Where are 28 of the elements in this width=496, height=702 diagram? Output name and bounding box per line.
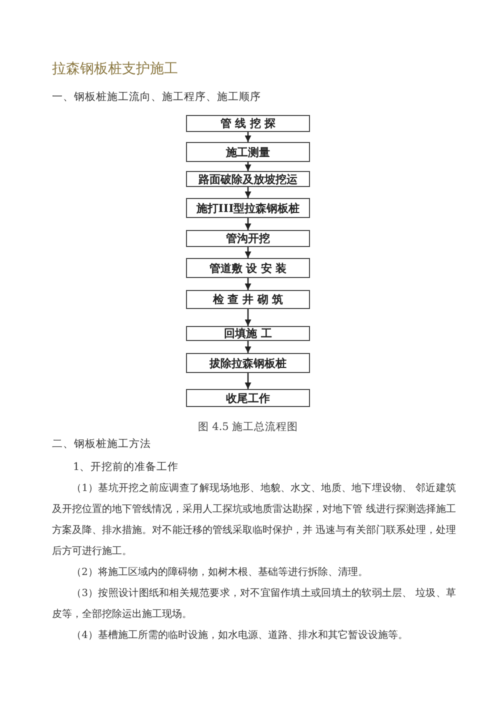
arrow — [244, 132, 252, 142]
process-box: 检 查 井 砌 筑 — [186, 290, 310, 309]
arrow — [244, 187, 252, 198]
figure-caption: 图 4.5 施工总流程图 — [196, 420, 300, 434]
paragraph: （3）按照设计图纸和相关规范要求，对不宜留作填土或回填土的软弱土层、 垃圾、草皮等，全部挖除运出施工现场。 — [52, 586, 456, 622]
arrow — [244, 309, 252, 326]
arrow — [244, 162, 252, 171]
arrow — [244, 373, 252, 389]
process-box: 回填施 工 — [186, 326, 310, 341]
arrow — [244, 247, 252, 258]
arrow — [244, 218, 252, 230]
paragraph: （4）基槽施工所需的临时设施，如水电源、道路、排水和其它暂设设施等。 — [70, 628, 409, 643]
process-box: 收尾工作 — [186, 389, 310, 407]
process-box: 拔除拉森钢板桩 — [186, 353, 310, 373]
arrow — [244, 278, 252, 290]
title: 拉森钢板桩支护施工 — [52, 60, 178, 78]
process-box: 管道敷 设 安 装 — [186, 258, 310, 278]
paragraph: （2）将施工区域内的障碍物，如树木根、基础等进行拆除、清理。 — [70, 566, 369, 580]
process-box: 施打III型拉森钢板桩 — [186, 198, 310, 218]
process-box: 施工测量 — [186, 142, 310, 162]
process-box: 路面破除及放坡挖运 — [186, 171, 310, 187]
paragraph: （1）基坑开挖之前应调查了解现场地形、地貌、水文、地质、地下埋设物、 邻近建筑及开挖位置的地下管线情况，采用人工探坑或地质雷达勘探，对地下管 线进行探测选择施工方案及降、排水措施。对不能迁移的管线采取临时保护，并 迅速与有关部门联系处理，处理后方可进行施工。 — [52, 482, 456, 559]
section-heading: 1、开挖前的准备工作 — [73, 460, 179, 474]
section-heading: 二、钢板桩施工方法 — [52, 437, 151, 451]
process-box: 管 线 挖 探 — [186, 115, 310, 132]
arrow — [244, 341, 252, 353]
section-heading: 一、钢板桩施工流向、施工程序、施工顺序 — [52, 90, 261, 104]
process-box: 管沟开挖 — [186, 230, 310, 247]
